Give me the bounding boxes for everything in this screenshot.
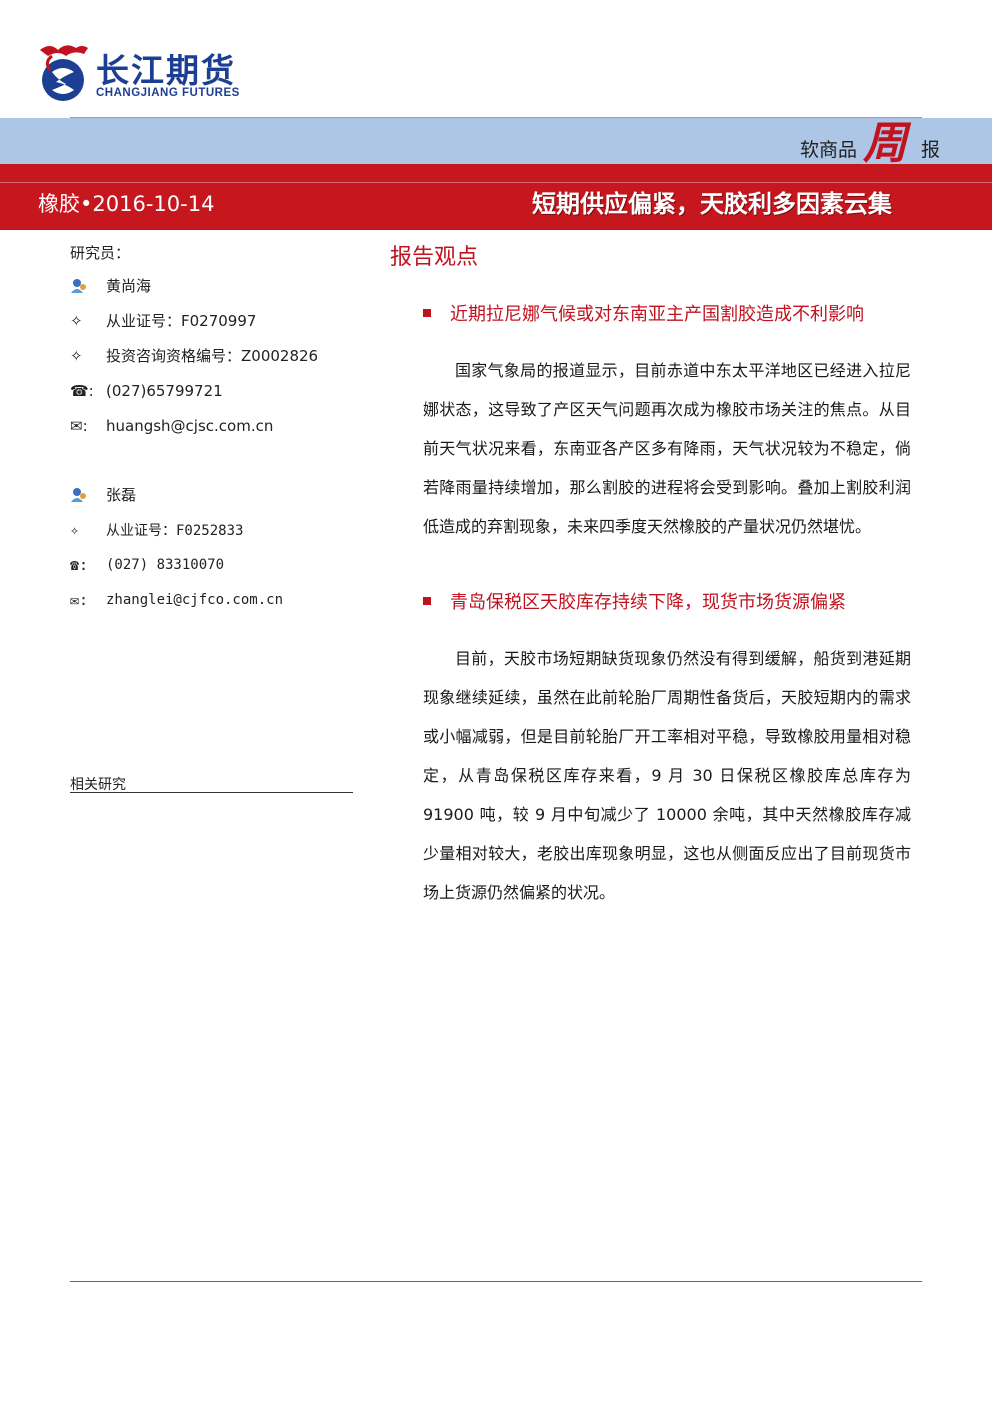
report-type-band: 软商品 周 报 — [0, 118, 992, 169]
section-paragraph: 国家气象局的报道显示，目前赤道中东太平洋地区已经进入拉尼娜状态，这导致了产区天气… — [423, 361, 911, 536]
related-research-heading: 相关研究 — [70, 774, 353, 793]
envelope-icon: ✉: — [70, 416, 88, 435]
phone-row: ☎: (027) 83310070 — [70, 547, 354, 582]
section-heading-text: 青岛保税区天胶库存持续下降，现货市场货源偏紧 — [450, 592, 846, 613]
phone-icon: ☎: — [70, 381, 94, 400]
report-body: 报告观点 近期拉尼娜气候或对东南亚主产国割胶造成不利影响 国家气象局的报道显示，… — [390, 240, 915, 912]
license-row: ✧ 从业证号：F0270997 — [70, 303, 354, 338]
advisory-row: ✧ 投资咨询资格编号：Z0002826 — [70, 338, 354, 373]
researcher-name: 张磊 — [106, 486, 137, 504]
section-paragraph: 目前，天胶市场短期缺货现象仍然没有得到缓解，船货到港延期现象继续延续，虽然在此前… — [423, 649, 911, 902]
section-heading-text: 近期拉尼娜气候或对东南亚主产国割胶造成不利影响 — [450, 304, 864, 325]
diamond-star-icon: ✧ — [70, 520, 80, 539]
title-band: 橡胶•2016-10-14 短期供应偏紧，天胶利多因素云集 — [0, 164, 992, 230]
license-number: 从业证号：F0270997 — [106, 312, 257, 330]
researcher-sidebar: 研究员： 黄尚海 ✧ 从业证号：F0270997 ✧ 投资咨询资格编号：Z000… — [70, 238, 354, 617]
advisory-number: 投资咨询资格编号：Z0002826 — [106, 347, 319, 365]
square-bullet-icon — [423, 597, 431, 605]
square-bullet-icon — [423, 309, 431, 317]
phone-icon: ☎: — [70, 555, 89, 574]
diamond-star-icon: ✧ — [70, 311, 83, 330]
logo-emblem-icon — [40, 45, 88, 101]
diamond-star-icon: ✧ — [70, 346, 83, 365]
email-address[interactable]: zhanglei@cjfco.com.cn — [106, 591, 284, 608]
researchers-label: 研究员： — [70, 244, 131, 262]
researcher-name-row: 张磊 — [70, 477, 354, 512]
person-icon — [70, 487, 106, 503]
researcher-name: 黄尚海 — [106, 277, 152, 295]
envelope-icon: ✉: — [70, 590, 89, 609]
company-logo: 长江期货 CHANGJIANG FUTURES — [36, 40, 276, 106]
report-type: 软商品 周 报 — [799, 118, 940, 169]
phone-number: (027) 83310070 — [106, 556, 225, 573]
logo-name-cn: 长江期货 — [96, 51, 236, 90]
email-row: ✉: zhanglei@cjfco.com.cn — [70, 582, 354, 617]
license-row: ✧ 从业证号：F0252833 — [70, 512, 354, 547]
person-icon — [70, 278, 106, 294]
report-viewpoint-title: 报告观点 — [390, 245, 479, 270]
researcher-name-row: 黄尚海 — [70, 268, 354, 303]
phone-number: (027)65799721 — [106, 381, 223, 400]
report-type-highlight: 周 — [862, 118, 907, 169]
footer-divider — [70, 1281, 922, 1282]
section-heading: 青岛保税区天胶库存持续下降，现货市场货源偏紧 — [390, 586, 915, 616]
logo-name-en: CHANGJIANG FUTURES — [96, 87, 240, 99]
report-type-prefix: 软商品 — [799, 139, 857, 161]
report-type-suffix: 报 — [920, 139, 940, 161]
email-row: ✉: huangsh@cjsc.com.cn — [70, 408, 354, 443]
license-number: 从业证号：F0252833 — [106, 522, 244, 539]
report-headline: 短期供应偏紧，天胶利多因素云集 — [532, 190, 892, 218]
phone-row: ☎: (027)65799721 — [70, 373, 354, 408]
email-address[interactable]: huangsh@cjsc.com.cn — [106, 416, 274, 435]
issue-date: 橡胶•2016-10-14 — [38, 192, 215, 216]
section-heading: 近期拉尼娜气候或对东南亚主产国割胶造成不利影响 — [390, 298, 915, 328]
header-divider — [70, 117, 922, 118]
